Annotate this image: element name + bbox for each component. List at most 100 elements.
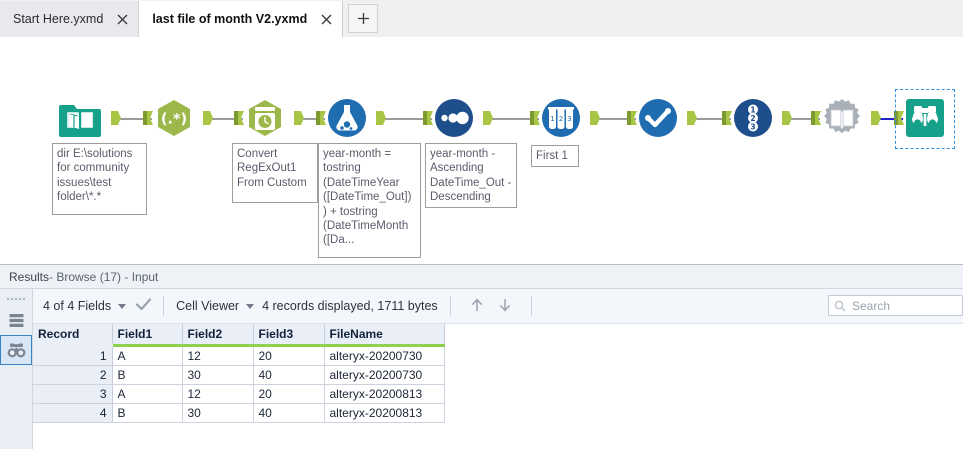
record-id-tool[interactable]: 1 2 3 <box>731 96 775 140</box>
gear-book-icon <box>824 99 860 134</box>
cell-field2[interactable]: 12 <box>182 384 254 404</box>
close-icon[interactable] <box>115 12 130 27</box>
checkmark-icon[interactable] <box>135 297 152 315</box>
annotation-sort[interactable]: year-month - Ascending DateTime_Out - De… <box>425 143 517 208</box>
binoculars-icon <box>912 106 938 127</box>
results-browse-button[interactable] <box>0 335 32 365</box>
wire-2 <box>206 118 243 120</box>
cell-filename[interactable]: alteryx-20200730 <box>324 345 445 366</box>
input-anchor[interactable] <box>316 111 326 125</box>
chevron-down-icon[interactable] <box>118 303 127 309</box>
cell-record: 2 <box>33 365 113 385</box>
output-anchor[interactable] <box>782 111 792 125</box>
annotation-directory-input[interactable]: dir E:\solutions for community issues\te… <box>52 143 147 215</box>
sample-tool[interactable]: 1 2 3 <box>539 96 583 140</box>
close-icon[interactable] <box>319 12 334 27</box>
cell-field1[interactable]: B <box>112 365 183 385</box>
sort-tool[interactable] <box>432 96 476 140</box>
cell-field3[interactable]: 40 <box>253 365 325 385</box>
annotation-sample[interactable]: First 1 <box>531 145 579 167</box>
select-tool[interactable] <box>636 96 680 140</box>
svg-text:1: 1 <box>750 105 755 114</box>
wire-6 <box>593 118 636 120</box>
arrow-up-icon <box>471 297 482 311</box>
cell-filename[interactable]: alteryx-20200813 <box>324 384 445 404</box>
column-header-filename[interactable]: FileName <box>324 324 445 347</box>
input-anchor[interactable] <box>811 111 821 125</box>
scroll-down-button[interactable] <box>491 297 519 316</box>
cell-filename[interactable]: alteryx-20200730 <box>324 365 445 385</box>
table-row[interactable]: 1 A 12 20 alteryx-20200730 <box>33 345 445 366</box>
output-anchor[interactable] <box>111 111 121 125</box>
cell-field2[interactable]: 30 <box>182 365 254 385</box>
cell-field1[interactable]: B <box>112 403 183 423</box>
results-title-rest: - Browse (17) - Input <box>49 269 159 284</box>
cell-field1[interactable]: A <box>112 345 183 366</box>
wire-8 <box>785 118 820 120</box>
cell-field2[interactable]: 30 <box>182 403 254 423</box>
output-anchor[interactable] <box>687 111 697 125</box>
datetime-tool[interactable] <box>243 96 287 140</box>
fields-selector[interactable]: 4 of 4 Fields <box>43 299 132 313</box>
tab-last-file-of-month[interactable]: last file of month V2.yxmd <box>139 1 344 37</box>
column-header-field3[interactable]: Field3 <box>253 324 325 347</box>
column-header-field2[interactable]: Field2 <box>182 324 254 347</box>
svg-text:2: 2 <box>750 114 755 123</box>
test-tubes-icon: 1 2 3 <box>548 107 574 129</box>
output-anchor[interactable] <box>871 111 881 125</box>
svg-text:2: 2 <box>559 115 563 123</box>
input-anchor[interactable] <box>894 111 904 125</box>
wire-4 <box>379 118 432 120</box>
scroll-up-button[interactable] <box>463 297 491 316</box>
annotation-formula[interactable]: year-month = tostring (DateTimeYear ([Da… <box>318 143 421 258</box>
output-anchor[interactable] <box>294 111 304 125</box>
cell-field3[interactable]: 20 <box>253 345 325 366</box>
tab-start-here[interactable]: Start Here.yxmd <box>0 1 140 37</box>
cell-field3[interactable]: 40 <box>253 403 325 423</box>
output-anchor[interactable] <box>203 111 213 125</box>
cell-record: 4 <box>33 403 113 423</box>
column-header-record[interactable]: Record <box>33 324 113 347</box>
chevron-down-icon[interactable] <box>246 303 255 309</box>
input-anchor[interactable] <box>143 111 153 125</box>
cell-field3[interactable]: 20 <box>253 384 325 404</box>
output-anchor[interactable] <box>376 111 386 125</box>
cell-field2[interactable]: 12 <box>182 345 254 366</box>
new-tab-button[interactable] <box>348 4 379 33</box>
formula-tool[interactable] <box>325 96 369 140</box>
drag-grip-icon[interactable] <box>0 289 32 305</box>
browse-tool[interactable] <box>903 96 947 140</box>
table-row[interactable]: 4 B 30 40 alteryx-20200813 <box>33 403 445 423</box>
results-data-button[interactable] <box>0 305 32 335</box>
output-anchor[interactable] <box>590 111 600 125</box>
table-row[interactable]: 2 B 30 40 alteryx-20200730 <box>33 365 445 385</box>
column-header-field1[interactable]: Field1 <box>112 324 183 347</box>
results-table: Record Field1 Field2 Field3 FileName 1 A <box>33 324 445 423</box>
input-anchor[interactable] <box>423 111 433 125</box>
input-anchor[interactable] <box>722 111 732 125</box>
regex-tool[interactable]: (.*) <box>152 96 196 140</box>
output-anchor[interactable] <box>483 111 493 125</box>
results-panel: Results - Browse (17) - Input <box>0 264 963 449</box>
toolbar-separator <box>530 296 532 316</box>
cell-viewer-label: Cell Viewer <box>176 299 240 313</box>
search-input[interactable]: Search <box>828 295 963 316</box>
sort-dots-icon <box>441 111 469 125</box>
directory-input-tool[interactable] <box>58 96 102 140</box>
workflow-canvas[interactable]: (.*) <box>0 37 963 264</box>
table-row[interactable]: 3 A 12 20 alteryx-20200813 <box>33 384 445 404</box>
annotation-datetime[interactable]: Convert RegExOut1 From Custom <box>232 143 318 203</box>
dynamic-input-tool[interactable] <box>820 96 864 140</box>
arrow-down-icon <box>499 298 510 312</box>
search-placeholder: Search <box>852 298 891 313</box>
input-anchor[interactable] <box>530 111 540 125</box>
input-anchor[interactable] <box>627 111 637 125</box>
cell-viewer-selector[interactable]: Cell Viewer <box>176 299 260 313</box>
cell-filename[interactable]: alteryx-20200813 <box>324 403 445 423</box>
toolbar-separator <box>163 296 165 316</box>
results-grid[interactable]: Record Field1 Field2 Field3 FileName 1 A <box>33 324 963 449</box>
fields-label: 4 of 4 Fields <box>43 299 112 313</box>
input-anchor[interactable] <box>234 111 244 125</box>
cell-record: 3 <box>33 384 113 404</box>
cell-field1[interactable]: A <box>112 384 183 404</box>
